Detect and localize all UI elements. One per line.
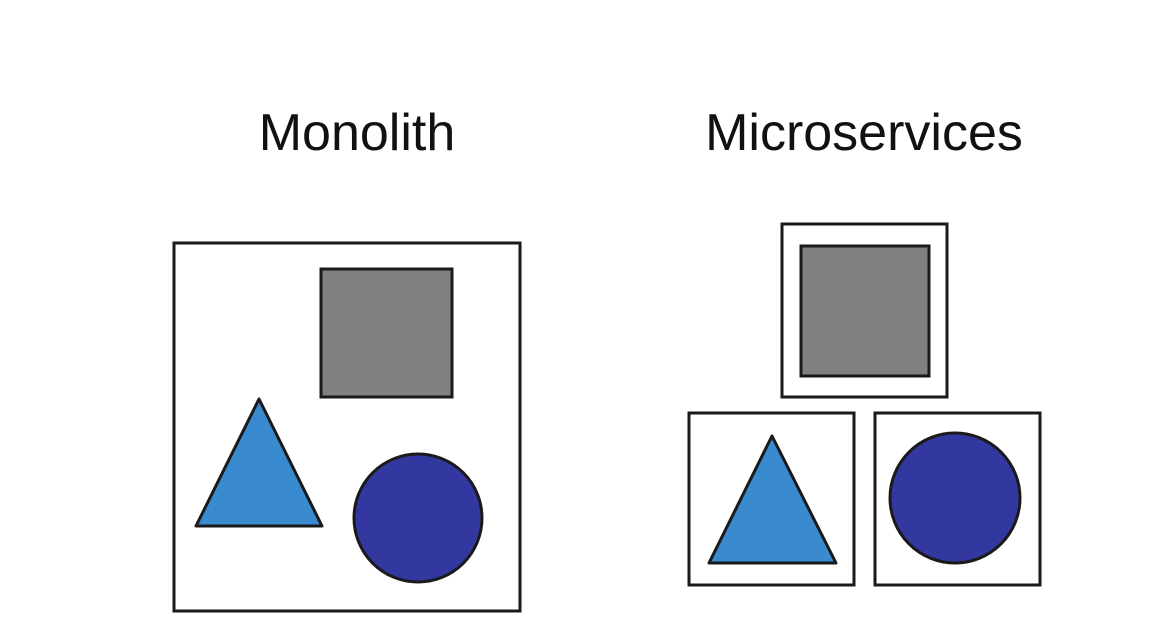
service-box-square bbox=[780, 222, 949, 399]
monolith-group bbox=[172, 241, 522, 613]
triangle-icon bbox=[707, 434, 838, 565]
square-icon bbox=[799, 244, 931, 378]
circle-icon bbox=[888, 431, 1022, 565]
service-box-circle bbox=[873, 411, 1042, 587]
service-box-triangle bbox=[687, 411, 856, 587]
microservices-group bbox=[687, 222, 1042, 587]
microservices-title: Microservices bbox=[705, 104, 1023, 162]
monolith-title: Monolith bbox=[259, 104, 456, 162]
square-icon bbox=[319, 267, 454, 399]
triangle-icon bbox=[194, 397, 324, 528]
circle-icon bbox=[352, 452, 484, 584]
